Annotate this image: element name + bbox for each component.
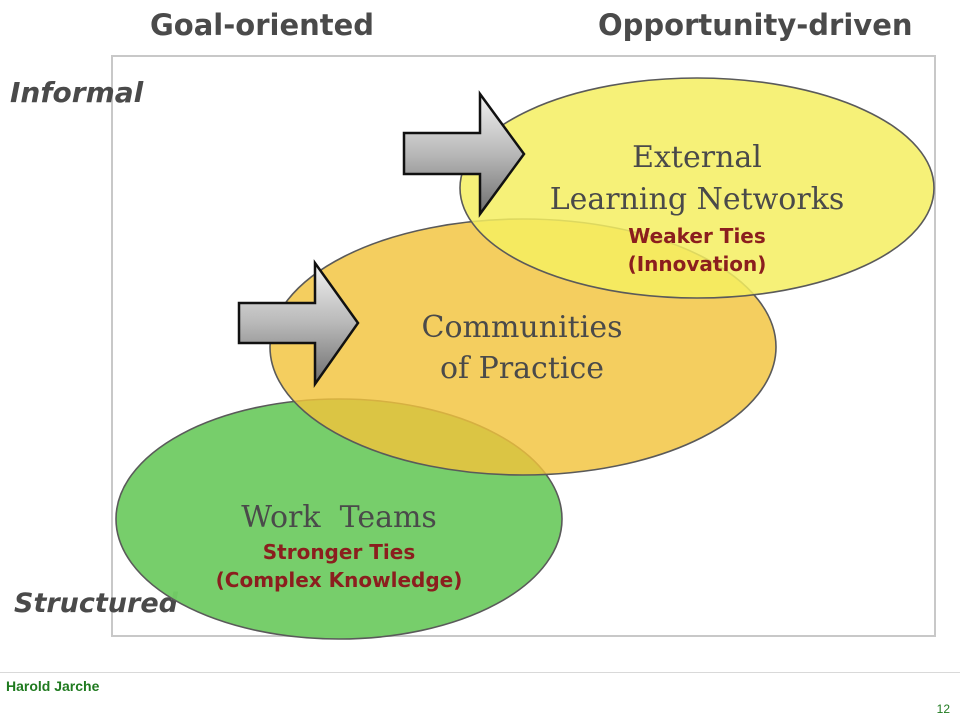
external-tie-label: Weaker Ties	[628, 224, 766, 248]
work-teams-title: Work Teams	[241, 500, 437, 535]
work-teams-tie-detail: (Complex Knowledge)	[216, 568, 463, 592]
communities-title-line2: of Practice	[440, 351, 604, 386]
arrow-right-icon	[402, 90, 526, 218]
work-teams-tie-label: Stronger Ties	[263, 540, 415, 564]
axis-label-informal: Informal	[10, 76, 144, 109]
page-number: 12	[936, 702, 950, 716]
external-tie-detail: (Innovation)	[628, 252, 767, 276]
footer-divider	[0, 672, 960, 673]
axis-label-opportunity-driven: Opportunity-driven	[598, 8, 913, 42]
author-name: Harold Jarche	[6, 678, 100, 694]
communities-title-line1: Communities	[422, 310, 623, 345]
external-networks-ellipse	[459, 77, 935, 299]
axis-label-goal-oriented: Goal-oriented	[150, 8, 375, 42]
arrow-right-icon	[237, 259, 360, 388]
external-title-line1: External	[632, 140, 762, 175]
diagram-frame	[111, 55, 936, 637]
axis-label-structured: Structured	[14, 588, 178, 619]
network-diagram: External Learning Networks Weaker Ties (…	[115, 77, 935, 640]
external-title-line2: Learning Networks	[550, 182, 845, 217]
